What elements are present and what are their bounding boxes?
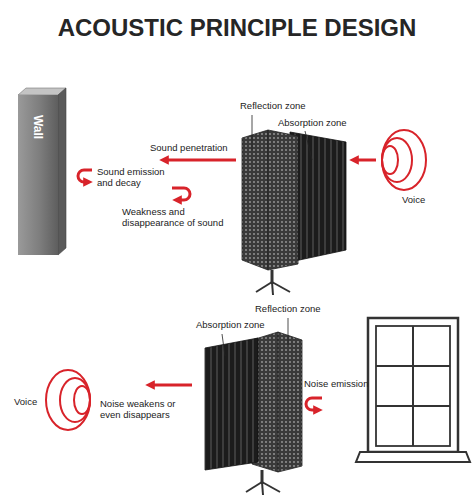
arrow-label: Sound emission and decay bbox=[97, 166, 171, 189]
arrow-label: Noise weakens or even disappears bbox=[100, 398, 190, 421]
leader-line bbox=[222, 334, 225, 356]
window-sill bbox=[356, 452, 470, 462]
zone-label: Reflection zone bbox=[240, 100, 305, 111]
sound-wave bbox=[382, 138, 412, 182]
stand-leg bbox=[262, 482, 263, 495]
stand-leg bbox=[246, 482, 262, 492]
sound-wave bbox=[46, 370, 90, 430]
zone-label: Absorption zone bbox=[278, 117, 347, 128]
leader-line bbox=[252, 115, 253, 150]
node-label: Wall bbox=[31, 115, 45, 139]
arrow-label: Sound penetration bbox=[150, 142, 228, 153]
perforated-panel bbox=[278, 332, 302, 472]
arrow-label: Noise emission bbox=[304, 378, 368, 389]
perforated-panel bbox=[242, 130, 268, 270]
stand-leg bbox=[272, 282, 273, 295]
voice-label: Voice bbox=[402, 194, 425, 205]
stand-leg bbox=[262, 482, 280, 492]
sound-wave bbox=[382, 130, 426, 190]
leader-line bbox=[305, 131, 312, 160]
arrow-label: Weakness and disappearance of sound bbox=[122, 206, 234, 229]
window-mullion bbox=[376, 365, 450, 367]
diagram-title: ACOUSTIC PRINCIPLE DESIGN bbox=[0, 14, 474, 42]
voice-label: Voice bbox=[14, 396, 37, 407]
red-arrow bbox=[354, 159, 376, 162]
window-frame bbox=[368, 318, 458, 452]
wall-slab: Wall bbox=[18, 95, 58, 255]
red-arrow bbox=[150, 384, 192, 387]
window-sash bbox=[376, 326, 450, 446]
zone-label: Reflection zone bbox=[255, 303, 320, 314]
u-turn-arrow bbox=[78, 170, 92, 182]
window-mullion bbox=[412, 326, 414, 446]
red-arrow bbox=[164, 159, 236, 162]
zone-label: Absorption zone bbox=[196, 319, 265, 330]
leader-line bbox=[288, 318, 289, 345]
u-turn-arrow bbox=[306, 398, 322, 410]
wall-side-face bbox=[58, 88, 66, 255]
stand-leg bbox=[272, 282, 290, 292]
sound-wave bbox=[60, 378, 90, 422]
window-mullion bbox=[376, 405, 450, 407]
perforated-panel bbox=[268, 130, 298, 270]
foam-absorber bbox=[205, 338, 258, 470]
u-turn-arrow bbox=[172, 188, 190, 200]
stand-leg bbox=[256, 282, 272, 292]
